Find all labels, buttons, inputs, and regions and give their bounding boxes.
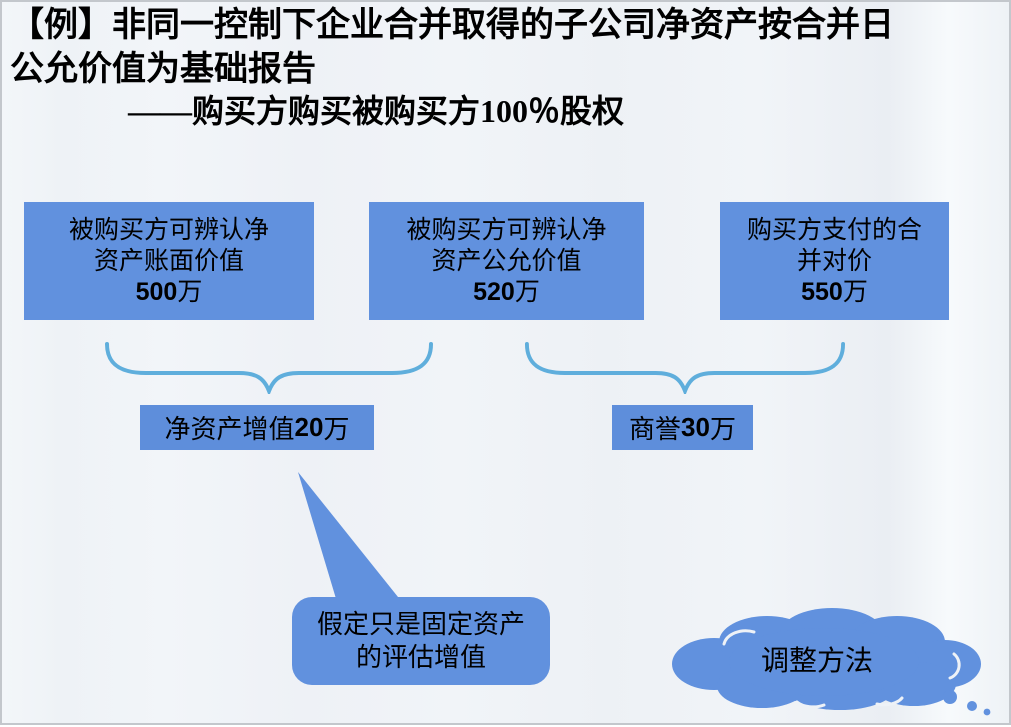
net-asset-increase-unit: 万 — [323, 415, 350, 444]
amount-unit: 万 — [514, 278, 540, 306]
box-book-value-line1: 被购买方可辨认净 — [68, 216, 269, 244]
box-fair-value-line2: 资产公允价值 — [431, 247, 582, 275]
callout-assumption: 假定只是固定资产 的评估增值 — [292, 597, 550, 685]
box-consideration-line2: 并对价 — [796, 247, 872, 275]
box-fair-value-amount: 520万 — [473, 277, 540, 308]
box-consideration: 购买方支付的合 并对价 550万 — [720, 202, 949, 320]
net-asset-increase-label: 净资产增值 — [164, 415, 295, 444]
cloud-label: 调整方法 — [760, 646, 873, 677]
title-line-2: 公允价值为基础报告 — [10, 51, 316, 88]
amount-number: 520 — [473, 277, 515, 306]
box-consideration-line1: 购买方支付的合 — [746, 216, 922, 244]
box-fair-value-line1: 被购买方可辨认净 — [406, 216, 607, 244]
net-asset-increase-number: 20 — [294, 412, 324, 442]
goodwill-label: 商誉 — [629, 415, 682, 444]
box-consideration-amount: 550万 — [801, 277, 868, 308]
brace-right — [524, 342, 846, 394]
amount-unit: 万 — [177, 278, 203, 306]
goodwill-unit: 万 — [709, 415, 736, 444]
title-line-1: 【例】非同一控制下企业合并取得的子公司净资产按合并日 — [10, 7, 894, 44]
thought-cloud — [672, 608, 991, 716]
goodwill-number: 30 — [681, 412, 710, 442]
slide-subtitle: ——购买方购买被购买方100％股权 — [128, 93, 625, 129]
amount-number: 500 — [135, 277, 178, 306]
amount-number: 550 — [801, 277, 843, 306]
box-fair-value: 被购买方可辨认净 资产公允价值 520万 — [369, 202, 644, 320]
amount-unit: 万 — [842, 278, 868, 306]
box-book-value: 被购买方可辨认净 资产账面价值 500万 — [24, 202, 314, 320]
callout-tail — [298, 472, 402, 602]
callout-line-2: 的评估增值 — [355, 643, 486, 672]
callout-line-1: 假定只是固定资产 — [316, 610, 525, 639]
box-book-value-line2: 资产账面价值 — [93, 247, 244, 275]
box-book-value-amount: 500万 — [136, 277, 203, 308]
brace-left — [105, 342, 433, 394]
slide-title: 【例】非同一控制下企业合并取得的子公司净资产按合并日 公允价值为基础报告 — [10, 4, 894, 92]
